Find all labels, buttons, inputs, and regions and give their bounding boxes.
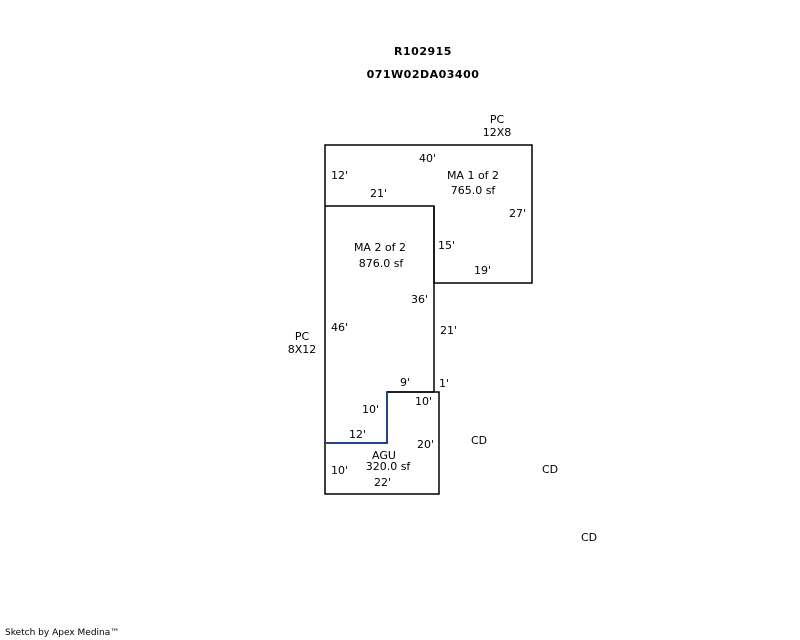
agu-name: AGU [372, 449, 396, 462]
porch-left-name: PC [294, 330, 310, 343]
map-tax-lot: 071W02DA03400 [366, 68, 480, 81]
agu-shared-edge [325, 392, 388, 444]
dim-10-b: 10' [415, 395, 433, 408]
cd-label-3: CD [581, 531, 598, 544]
ma1-name: MA 1 of 2 [446, 169, 500, 182]
account-number: R102915 [394, 45, 452, 58]
porch-top-name: PC [489, 113, 505, 126]
dim-19: 19' [474, 264, 492, 277]
agu-area: 320.0 sf [365, 460, 411, 473]
dim-27: 27' [509, 207, 527, 220]
ma1-area: 765.0 sf [450, 184, 496, 197]
dim-21-right: 21' [440, 324, 458, 337]
dim-36: 36' [411, 293, 429, 306]
dim-10-c: 10' [331, 464, 349, 477]
dim-20: 20' [417, 438, 435, 451]
dim-12-mid: 12' [349, 428, 367, 441]
dim-9: 9' [400, 376, 411, 389]
dim-46: 46' [331, 321, 349, 334]
ma1-outline [324, 144, 533, 284]
agu-outline [324, 391, 440, 495]
porch-top-size: 12X8 [482, 126, 512, 139]
ma2-area: 876.0 sf [358, 257, 404, 270]
cd-label-1: CD [471, 434, 488, 447]
dim-12-top: 12' [331, 169, 349, 182]
footer-credit: Sketch by Apex Medina™ [5, 628, 120, 638]
dim-21-top: 21' [370, 187, 388, 200]
dim-40: 40' [419, 152, 437, 165]
ma2-name: MA 2 of 2 [353, 241, 407, 254]
porch-left-size: 8X12 [287, 343, 317, 356]
dim-10-a: 10' [362, 403, 380, 416]
dim-1: 1' [439, 377, 450, 390]
cd-label-2: CD [542, 463, 559, 476]
dim-15: 15' [438, 239, 456, 252]
dim-22: 22' [374, 476, 392, 489]
